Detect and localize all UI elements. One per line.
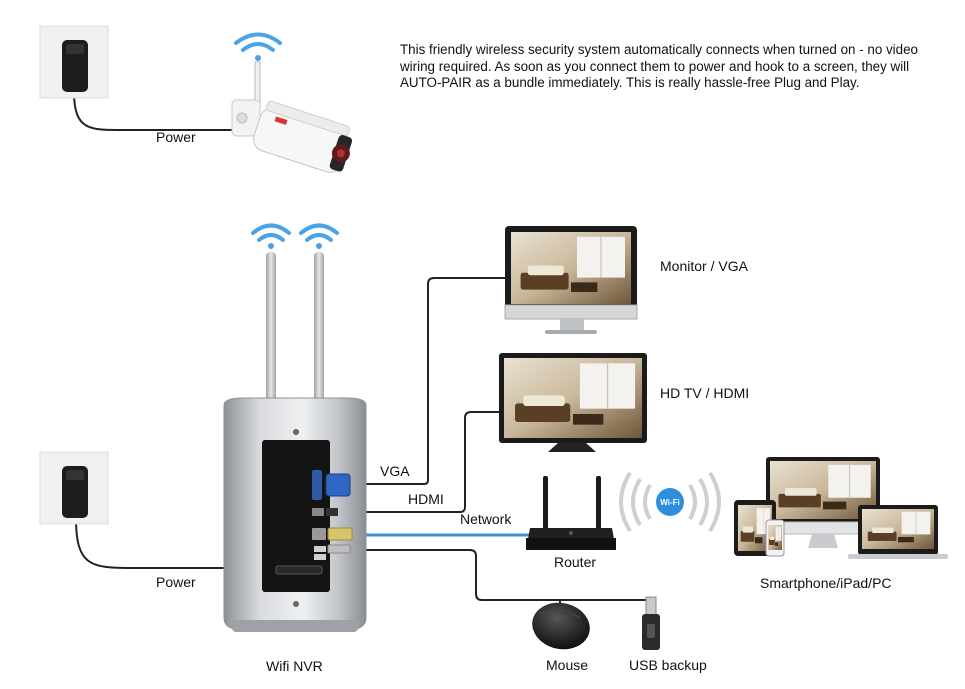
power-cable-top [73, 91, 252, 131]
power-label-top: Power [156, 129, 196, 145]
usb-backup-stick [642, 596, 660, 650]
cables [73, 91, 648, 606]
vga-cable [350, 277, 520, 485]
router-label: Router [554, 554, 597, 570]
description-text: This friendly wireless security system a… [400, 42, 918, 90]
wifi-icon-camera [234, 32, 282, 61]
hdtv-label: HD TV / HDMI [660, 385, 750, 401]
wifi-badge [656, 488, 684, 516]
hd-tv-hdmi [499, 353, 647, 452]
devices-group [734, 457, 948, 559]
mouse [532, 602, 590, 650]
devices-label: Smartphone/iPad/PC [760, 575, 892, 591]
wifi-nvr [223, 223, 367, 632]
hdmi-label: HDMI [408, 491, 444, 507]
usb-cable [352, 549, 560, 601]
wall-outlet-top [39, 25, 109, 99]
power-cable-bottom [75, 517, 290, 569]
usb-label: USB backup [629, 657, 707, 673]
wifi-signal-icon [619, 471, 721, 533]
mouse-label: Mouse [546, 657, 589, 673]
hdmi-cable [336, 411, 510, 513]
router [526, 476, 616, 550]
monitor-vga [504, 226, 638, 334]
network-label: Network [460, 511, 512, 527]
wall-outlet-bottom [39, 451, 109, 525]
monitor-label: Monitor / VGA [660, 258, 748, 274]
nvr-label: Wifi NVR [266, 658, 323, 674]
wifi-icon-antenna-right [299, 223, 339, 249]
ip-camera [231, 32, 353, 173]
power-label-bottom: Power [156, 574, 196, 590]
vga-label: VGA [380, 463, 410, 479]
wifi-badge-label: Wi-Fi [660, 498, 679, 507]
wifi-icon-antenna-left [251, 223, 291, 249]
